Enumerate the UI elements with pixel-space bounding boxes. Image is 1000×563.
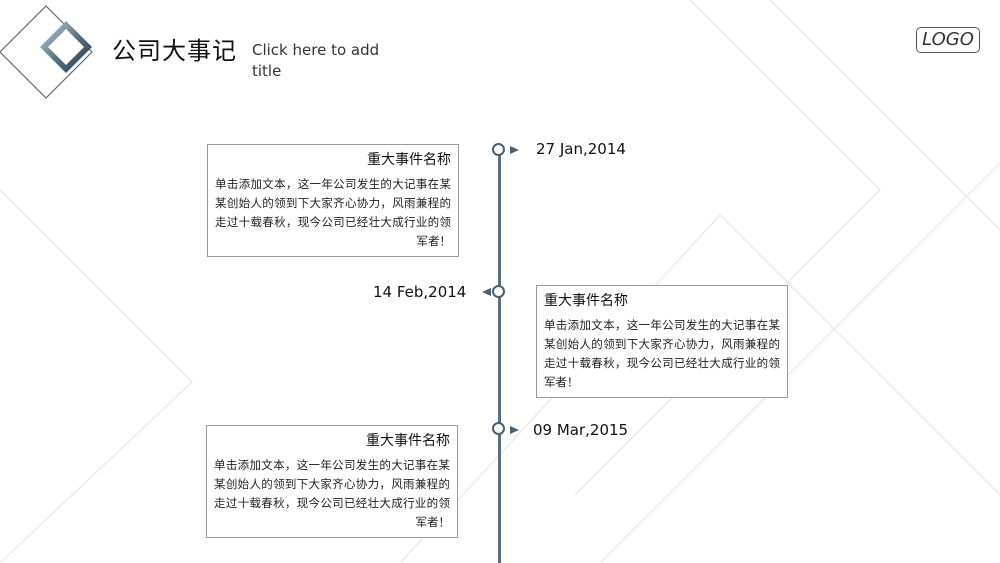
event-date-3: 09 Mar,2015 [533, 421, 629, 439]
timeline-axis [498, 150, 501, 563]
event-card-3[interactable]: 重大事件名称 单击添加文本，这一年公司发生的大记事在某某创始人的领到下大家齐心协… [206, 425, 458, 538]
event-title-3: 重大事件名称 [366, 433, 450, 449]
page-subtitle[interactable]: Click here to add title [252, 41, 380, 80]
event-title-1: 重大事件名称 [367, 152, 451, 168]
diamond-logo-icon [0, 5, 93, 99]
arrow-left-icon [482, 288, 491, 296]
arrow-right-icon [510, 426, 519, 434]
event-body-1: 单击添加文本，这一年公司发生的大记事在某某创始人的领到下大家齐心协力，风雨兼程的… [215, 177, 451, 248]
timeline-node-2 [492, 285, 505, 298]
event-date-2: 14 Feb,2014 [373, 283, 467, 301]
timeline-node-3 [492, 422, 505, 435]
arrow-right-icon [510, 146, 519, 154]
event-card-2[interactable]: 重大事件名称 单击添加文本，这一年公司发生的大记事在某某创始人的领到下大家齐心协… [536, 285, 788, 398]
event-body-2: 单击添加文本，这一年公司发生的大记事在某某创始人的领到下大家齐心协力，风雨兼程的… [544, 318, 780, 389]
event-card-1[interactable]: 重大事件名称 单击添加文本，这一年公司发生的大记事在某某创始人的领到下大家齐心协… [207, 144, 459, 257]
event-body-3: 单击添加文本，这一年公司发生的大记事在某某创始人的领到下大家齐心协力，风雨兼程的… [214, 458, 450, 529]
logo-placeholder: LOGO [916, 27, 980, 53]
timeline-node-1 [492, 143, 505, 156]
event-date-1: 27 Jan,2014 [536, 140, 626, 158]
event-title-2: 重大事件名称 [544, 293, 628, 309]
page-title: 公司大事记 [112, 37, 237, 65]
